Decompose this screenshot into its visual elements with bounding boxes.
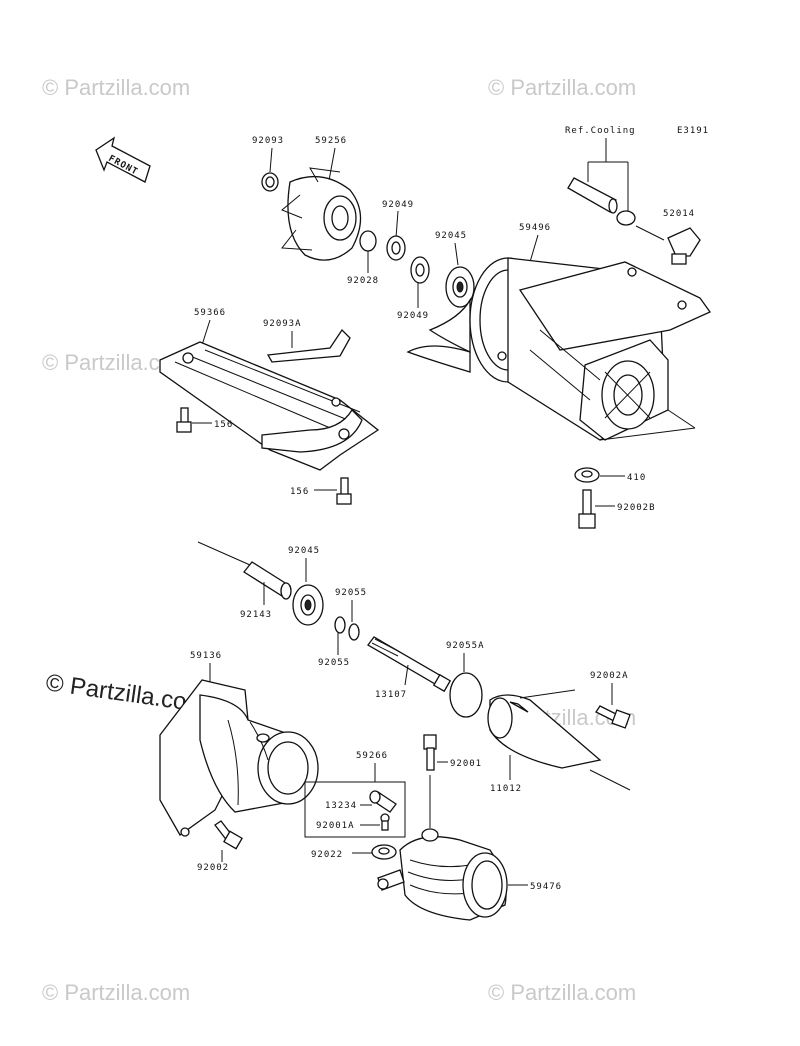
- label-59366: 59366: [194, 308, 226, 318]
- shaft-13107: [367, 636, 452, 693]
- label-59136: 59136: [190, 651, 222, 661]
- label-92002B: 92002B: [617, 503, 656, 513]
- label-59476: 59476: [530, 882, 562, 892]
- label-92002A: 92002A: [590, 671, 629, 681]
- plate-59366: [159, 341, 380, 471]
- bolt-92002B: [578, 489, 596, 529]
- diagram-code: E3191: [677, 126, 709, 136]
- impeller-59256: [281, 167, 362, 261]
- bearing-92045: [445, 266, 475, 308]
- label-92045-mid: 92045: [288, 546, 320, 556]
- bearing-92045-mid: [292, 584, 324, 626]
- label-92055A: 92055A: [446, 641, 485, 651]
- label-13234: 13234: [325, 801, 357, 811]
- watermark: © Partzilla.com: [42, 75, 190, 100]
- front-arrow-icon: FRONT: [95, 136, 151, 183]
- label-52014: 52014: [663, 209, 695, 219]
- label-92002: 92002: [197, 863, 229, 873]
- pump-housing-59496: [406, 257, 711, 441]
- label-13107: 13107: [375, 690, 407, 700]
- label-92028: 92028: [347, 276, 379, 286]
- label-92143: 92143: [240, 610, 272, 620]
- steering-nozzle-59476: [377, 828, 508, 921]
- label-92022: 92022: [311, 850, 343, 860]
- label-92055-bottom: 92055: [318, 658, 350, 668]
- label-59496: 59496: [519, 223, 551, 233]
- sleeve-92143: [243, 561, 292, 600]
- screw-92001A: [380, 813, 390, 831]
- nozzle-11012: [487, 689, 631, 791]
- label-410: 410: [627, 473, 646, 483]
- label-156-left: 156: [214, 420, 233, 430]
- watermark: © Partzilla.com: [42, 980, 190, 1005]
- cooling-parts: [567, 138, 701, 265]
- label-92045-top: 92045: [435, 231, 467, 241]
- bolt-156-bottom: [336, 477, 352, 505]
- oring-92055A: [449, 672, 483, 718]
- label-92049-bottom: 92049: [397, 311, 429, 321]
- label-11012: 11012: [490, 784, 522, 794]
- label-156-bottom: 156: [290, 487, 309, 497]
- bolt-92002A: [595, 705, 631, 729]
- bolt-156-left: [176, 407, 192, 433]
- label-92001A: 92001A: [316, 821, 355, 831]
- ref-cooling-label: Ref.Cooling: [565, 126, 636, 136]
- housing-59136: [159, 679, 319, 837]
- label-92093: 92093: [252, 136, 284, 146]
- bolt-92001: [423, 734, 437, 771]
- bolt-92002: [214, 820, 243, 850]
- label-92049-top: 92049: [382, 200, 414, 210]
- label-59256: 59256: [315, 136, 347, 146]
- label-92055-top: 92055: [335, 588, 367, 598]
- plug-13234: [369, 790, 397, 813]
- sleeve-92028: [359, 230, 377, 252]
- watermark: © Partzilla.com: [488, 980, 636, 1005]
- label-92001: 92001: [450, 759, 482, 769]
- label-92093A: 92093A: [263, 319, 302, 329]
- clip-92093A: [266, 328, 351, 363]
- label-59266: 59266: [356, 751, 388, 761]
- watermark: © Partzilla.com: [488, 75, 636, 100]
- kit-59266-box: [304, 781, 406, 838]
